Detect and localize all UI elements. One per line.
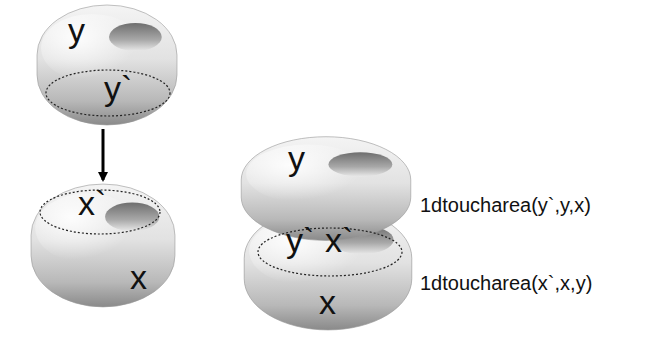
- object-label: y`: [104, 71, 132, 105]
- object-label: y`: [286, 223, 314, 257]
- torus-illustration: [36, 3, 178, 128]
- object-label: x: [319, 285, 336, 319]
- object-label: y: [68, 13, 85, 47]
- torus-node: y y`: [36, 3, 178, 128]
- object-label: y: [288, 141, 305, 175]
- object-label: x`: [78, 186, 106, 220]
- relation-label: 1dtoucharea(y`,y,x): [420, 195, 591, 215]
- object-label: x: [130, 260, 147, 294]
- torus-node: x` x: [30, 182, 176, 310]
- transition-arrow: [102, 129, 105, 180]
- relation-label: 1dtoucharea(x`,x,y): [420, 273, 592, 293]
- object-label: x`: [325, 223, 353, 257]
